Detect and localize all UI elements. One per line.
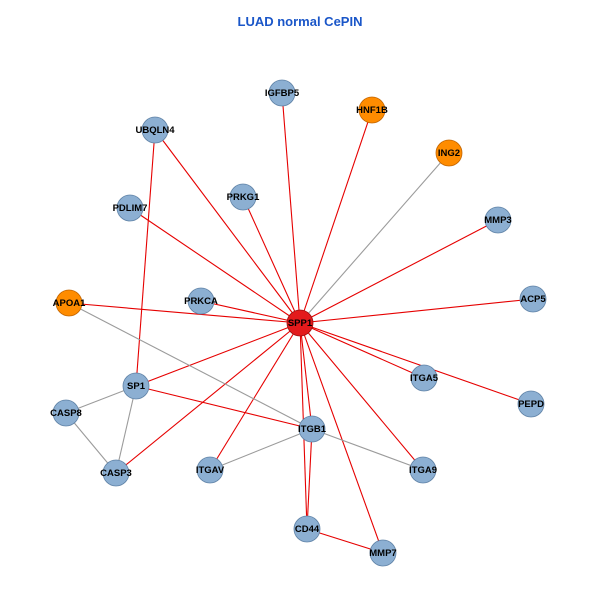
edges-layer xyxy=(65,92,534,554)
edge-SPP1-ITGB1 xyxy=(299,322,313,430)
chart-title: LUAD normal CePIN xyxy=(238,14,363,29)
node-MMP7 xyxy=(369,539,397,567)
edge-SP1-CASP3 xyxy=(115,385,137,474)
edge-ITGB1-ITGA9 xyxy=(311,428,424,471)
node-ACP5 xyxy=(519,285,547,313)
node-MMP3 xyxy=(484,206,512,234)
edge-SPP1-ITGA5 xyxy=(299,322,425,379)
edge-SPP1-CASP3 xyxy=(115,322,301,474)
node-PRKCA xyxy=(187,287,215,315)
edge-UBQLN4-SP1 xyxy=(135,129,156,387)
node-CD44 xyxy=(293,515,321,543)
edge-SPP1-ITGA9 xyxy=(299,322,424,471)
nodes-layer xyxy=(52,79,547,567)
node-UBQLN4 xyxy=(141,116,169,144)
node-CASP8 xyxy=(52,399,80,427)
node-PEPD xyxy=(517,390,545,418)
edge-SPP1-ITGAV xyxy=(209,322,301,471)
edge-SPP1-UBQLN4 xyxy=(154,129,301,324)
node-PDLIM7 xyxy=(116,194,144,222)
edge-SPP1-APOA1 xyxy=(68,302,301,324)
node-SP1 xyxy=(122,372,150,400)
edge-SPP1-PRKG1 xyxy=(242,196,301,324)
edge-ITGB1-CD44 xyxy=(306,428,313,530)
node-ITGA5 xyxy=(410,364,438,392)
edge-SPP1-PDLIM7 xyxy=(129,207,301,324)
edge-SPP1-IGFBP5 xyxy=(281,92,301,324)
node-ITGAV xyxy=(196,456,224,484)
node-IGFBP5 xyxy=(268,79,296,107)
edge-SPP1-MMP7 xyxy=(299,322,384,554)
node-ING2 xyxy=(435,139,463,167)
edge-SPP1-HNF1B xyxy=(299,109,373,324)
edge-SP1-ITGB1 xyxy=(135,385,313,430)
edge-SPP1-MMP3 xyxy=(299,219,499,324)
edge-APOA1-ITGB1 xyxy=(68,302,313,430)
node-ITGA9 xyxy=(409,456,437,484)
node-ITGB1 xyxy=(298,415,326,443)
node-HNF1B xyxy=(358,96,386,124)
edge-SPP1-SP1 xyxy=(135,322,301,387)
edge-SPP1-ACP5 xyxy=(299,298,534,324)
node-CASP3 xyxy=(102,459,130,487)
edge-ITGAV-ITGB1 xyxy=(209,428,313,471)
edge-SPP1-PRKCA xyxy=(200,300,301,324)
node-SPP1 xyxy=(286,309,314,337)
node-APOA1 xyxy=(55,289,83,317)
edge-SPP1-PEPD xyxy=(299,322,532,405)
node-PRKG1 xyxy=(229,183,257,211)
edge-ING2-SPP1 xyxy=(299,152,450,324)
